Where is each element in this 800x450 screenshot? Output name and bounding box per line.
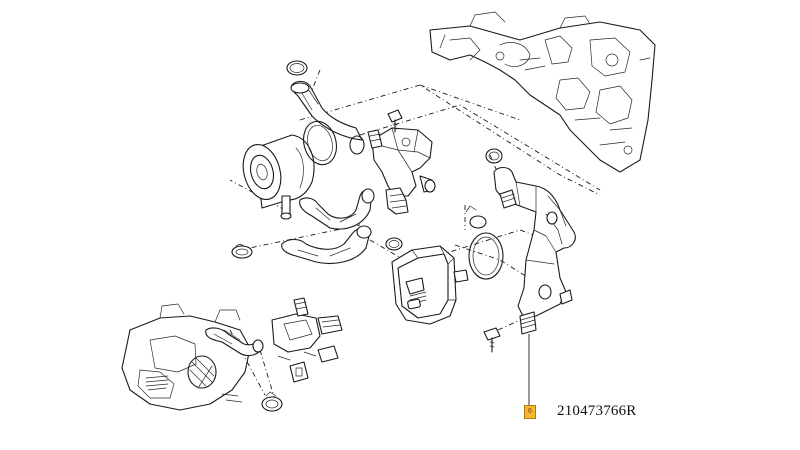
o-ring-top bbox=[286, 60, 308, 76]
oil-cooler bbox=[391, 245, 469, 325]
detail-inset-clamp bbox=[261, 391, 283, 412]
cooler-gasket bbox=[468, 232, 504, 280]
o-ring-small bbox=[349, 135, 365, 155]
coolant-outlet-housing bbox=[371, 127, 436, 215]
detail-inset-hose bbox=[205, 327, 264, 357]
detail-inset-engine bbox=[121, 303, 251, 411]
hose-clamp-left bbox=[231, 243, 253, 259]
engine-block bbox=[429, 11, 656, 173]
fitting-small bbox=[367, 129, 383, 149]
coolant-pipe-bracket bbox=[493, 166, 576, 335]
o-ring-upper-right bbox=[485, 148, 503, 164]
part-number-label: 210473766R bbox=[557, 403, 637, 419]
o-ring-bracket bbox=[465, 205, 487, 229]
lower-hose bbox=[281, 225, 372, 265]
bolt-top bbox=[387, 109, 403, 133]
hose-clamp-mid bbox=[385, 237, 403, 251]
assembly-lines bbox=[229, 69, 601, 401]
callout-index-badge: 6 bbox=[524, 405, 536, 419]
detail-inset-fittings bbox=[271, 297, 343, 383]
middle-hose bbox=[299, 188, 375, 230]
o-ring-large bbox=[302, 120, 338, 166]
upper-hose bbox=[290, 80, 363, 141]
bolt-lower bbox=[483, 327, 501, 353]
oil-filter-housing bbox=[242, 134, 315, 220]
